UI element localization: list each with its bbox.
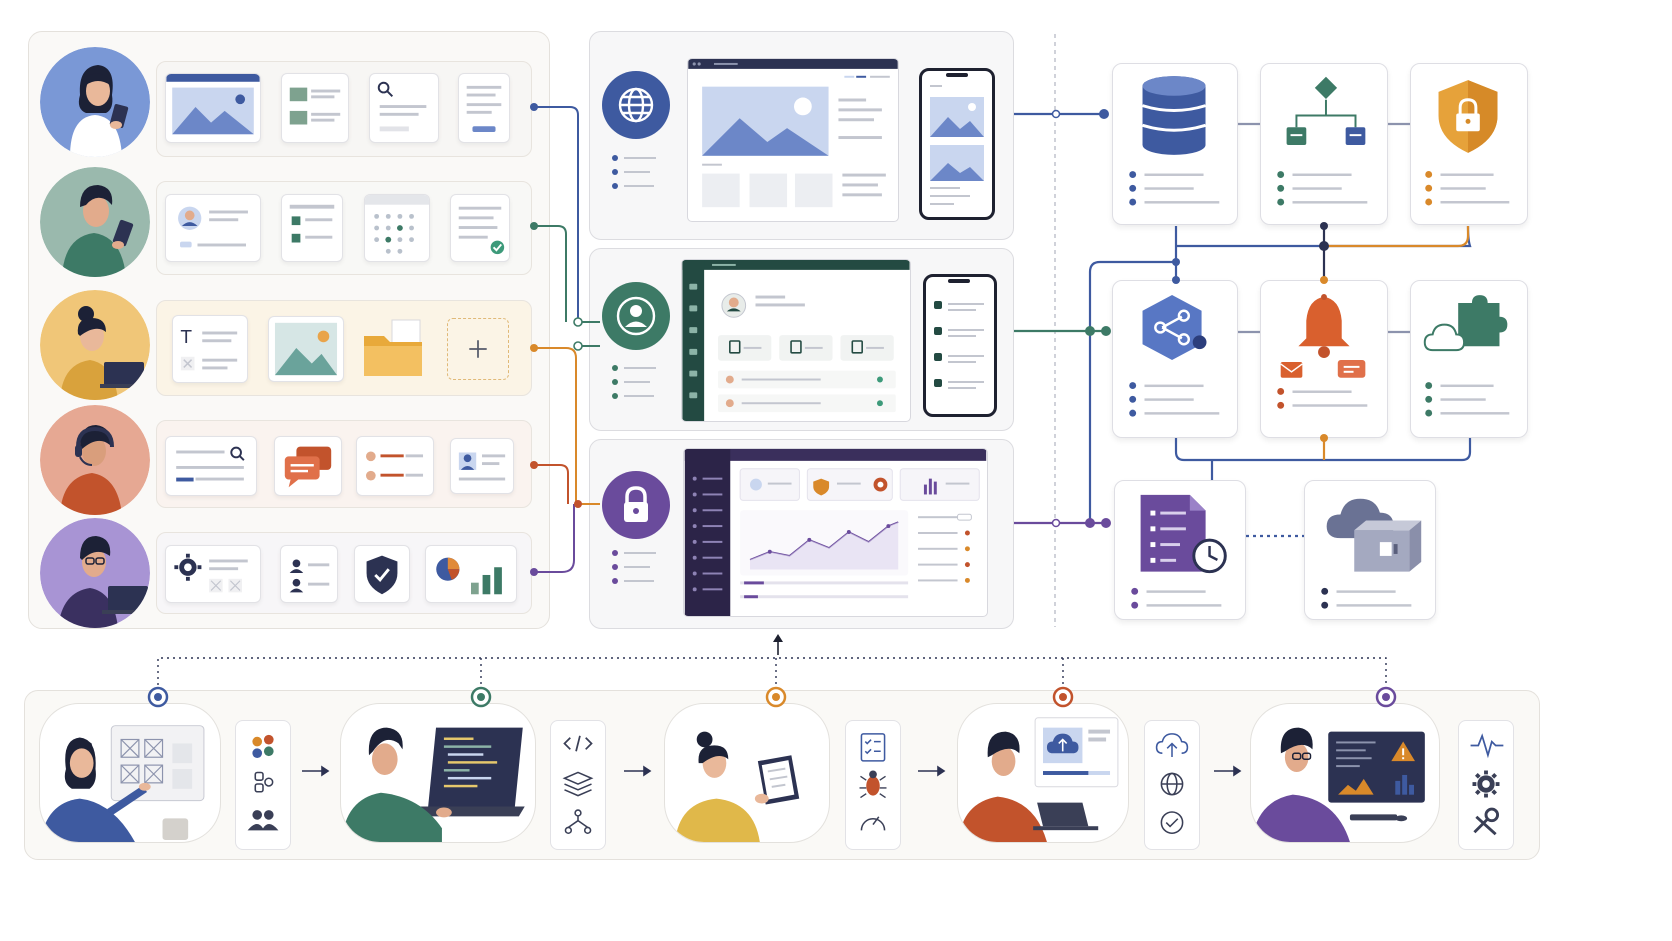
web-desktop-mockup bbox=[687, 58, 899, 222]
account-dashboard-mockup bbox=[681, 259, 911, 422]
search-results-card bbox=[165, 436, 257, 496]
analytics-card bbox=[425, 545, 517, 603]
globe-icon bbox=[600, 69, 672, 141]
cloud-upload-icon bbox=[1155, 733, 1189, 758]
cloud-storage-service bbox=[1304, 480, 1436, 620]
monitor-stage bbox=[1250, 703, 1440, 843]
palette-icon bbox=[252, 734, 274, 758]
lock-icon bbox=[600, 469, 672, 541]
check-circle-icon bbox=[1160, 811, 1184, 834]
search-card bbox=[369, 73, 439, 143]
persona-content-editor bbox=[40, 290, 150, 400]
cloud-plugin-service bbox=[1410, 280, 1528, 438]
svg-text:T: T bbox=[180, 328, 192, 348]
media-upload-card bbox=[268, 316, 344, 382]
hub-legend-3 bbox=[612, 550, 656, 584]
api-integration-service bbox=[1112, 280, 1238, 438]
admin-analytics-mockup bbox=[683, 448, 988, 617]
workflow-service bbox=[1260, 63, 1388, 225]
profile-card bbox=[165, 194, 261, 262]
image-gallery-card bbox=[165, 73, 261, 143]
bug-icon bbox=[859, 770, 887, 799]
deploy-stage bbox=[957, 703, 1129, 843]
test-stage bbox=[664, 703, 830, 843]
team-icon bbox=[247, 810, 279, 831]
contacts-card bbox=[356, 436, 434, 496]
form-card bbox=[458, 73, 510, 143]
folder-card bbox=[362, 316, 428, 382]
security-service bbox=[1410, 63, 1528, 225]
persona-support-agent bbox=[40, 405, 150, 515]
hub-legend-1 bbox=[612, 155, 656, 189]
user-detail-card bbox=[450, 438, 514, 494]
checklist-icon bbox=[860, 733, 886, 762]
pulse-icon bbox=[1470, 733, 1504, 759]
chat-bubbles-card bbox=[274, 436, 342, 496]
notification-service bbox=[1260, 280, 1388, 438]
web-mobile-mockup bbox=[919, 68, 995, 220]
text-editor-card: T bbox=[172, 315, 248, 383]
calendar-card bbox=[364, 194, 430, 262]
settings-card bbox=[165, 545, 261, 603]
hub-legend-2 bbox=[612, 365, 656, 399]
user-permissions-card bbox=[280, 545, 338, 603]
branch-icon bbox=[564, 809, 592, 834]
persona-mobile-user bbox=[40, 167, 150, 277]
deploy-tools bbox=[1144, 720, 1200, 850]
develop-stage bbox=[340, 703, 536, 843]
add-content-card[interactable] bbox=[447, 318, 509, 380]
wrench-icon bbox=[1473, 807, 1500, 836]
photo-list-card bbox=[281, 73, 349, 143]
globe-icon bbox=[1160, 772, 1184, 796]
test-tools bbox=[845, 720, 901, 850]
design-tools bbox=[235, 720, 291, 850]
shield-check-card bbox=[354, 545, 410, 603]
design-stage bbox=[39, 703, 221, 843]
database-service bbox=[1112, 63, 1238, 225]
persona-designer-tablet bbox=[40, 47, 150, 157]
monitor-tools bbox=[1458, 720, 1514, 850]
task-complete-card bbox=[450, 194, 510, 262]
code-icon bbox=[563, 735, 593, 752]
gauge-icon bbox=[860, 816, 886, 831]
account-mobile-mockup bbox=[923, 274, 997, 417]
develop-tools bbox=[550, 720, 606, 850]
persona-admin bbox=[40, 518, 150, 628]
scheduled-reports-service bbox=[1114, 480, 1246, 620]
layers-icon bbox=[562, 771, 594, 797]
user-icon bbox=[600, 280, 672, 352]
components-icon bbox=[254, 771, 274, 793]
settings-list-card bbox=[281, 194, 343, 262]
gear-icon bbox=[1472, 770, 1500, 798]
